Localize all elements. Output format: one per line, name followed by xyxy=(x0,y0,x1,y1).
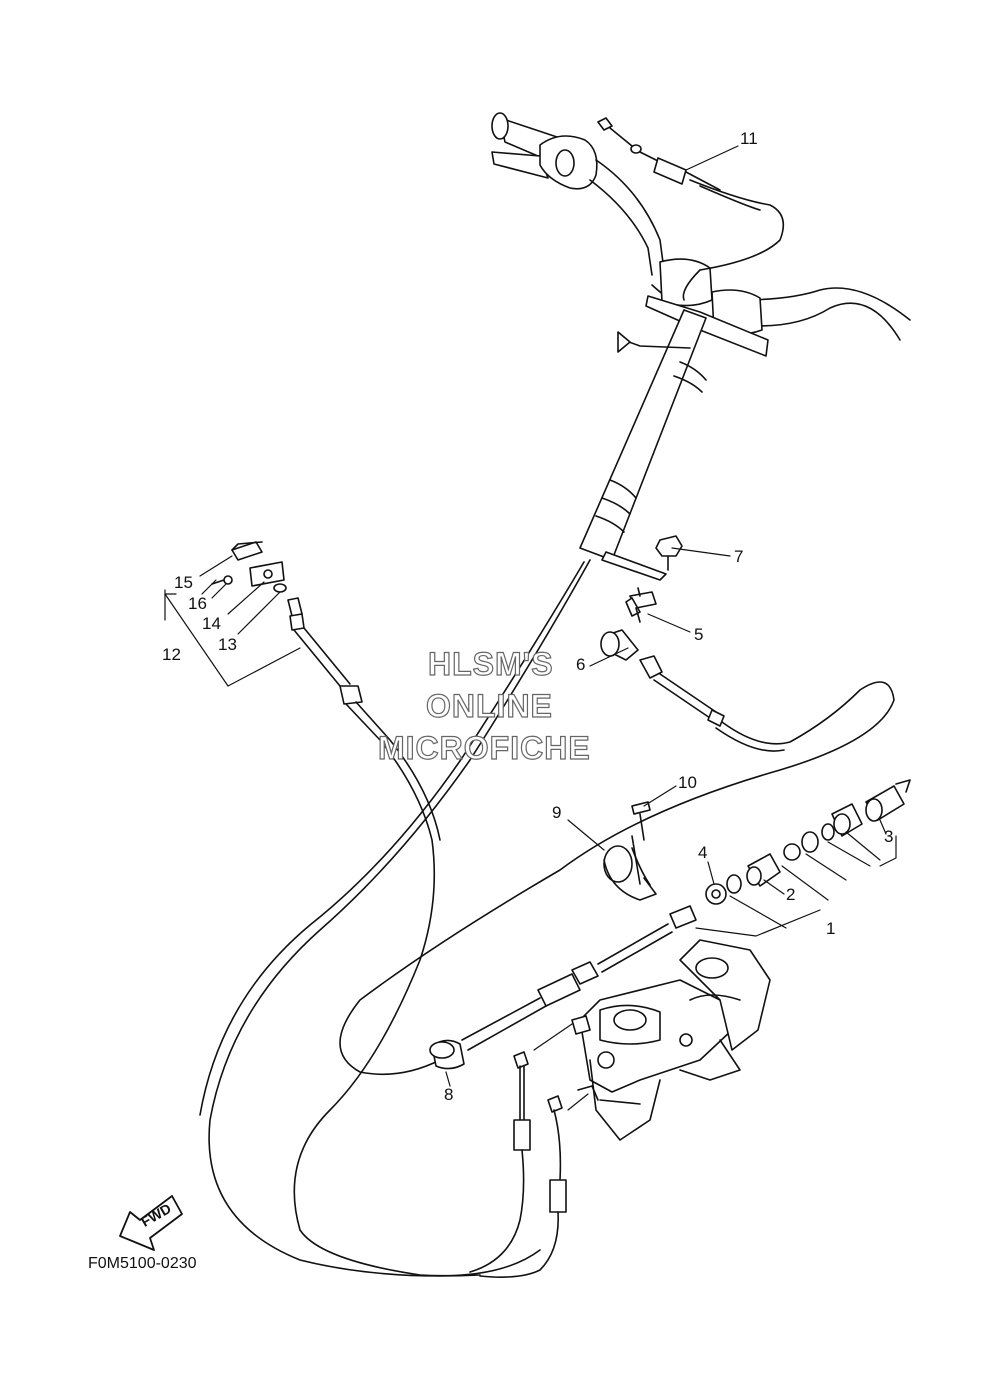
fasteners-5-7 xyxy=(625,535,683,623)
leader-lines xyxy=(199,145,887,1087)
part-label-1: 1 xyxy=(826,919,836,938)
fwd-arrow-icon xyxy=(119,1195,183,1251)
part-label-3: 3 xyxy=(884,827,894,846)
part-label-16: 16 xyxy=(188,594,207,613)
watermark-line3: MICROFICHE xyxy=(377,730,591,766)
part-label-5: 5 xyxy=(694,625,704,644)
choke-cable-6 xyxy=(339,629,895,1076)
part-label-9: 9 xyxy=(552,803,562,822)
handlebar xyxy=(491,112,911,357)
steering-column xyxy=(579,309,707,581)
part-label-15: 15 xyxy=(174,573,193,592)
clamp-9 xyxy=(603,801,657,901)
part-label-8: 8 xyxy=(444,1085,454,1104)
part-label-2: 2 xyxy=(786,885,796,904)
carburetor xyxy=(571,939,771,1141)
watermark-line2: ONLINE xyxy=(425,688,553,724)
part-label-13: 13 xyxy=(218,635,237,654)
part-label-11: 11 xyxy=(740,129,758,148)
callout-bracket-12 xyxy=(164,579,301,687)
part-label-12: 12 xyxy=(162,645,181,664)
part-label-7: 7 xyxy=(734,547,744,566)
throttle-cable-8 xyxy=(429,905,697,1070)
throttle-cable xyxy=(597,117,785,301)
part-label-6: 6 xyxy=(576,655,586,674)
choke-cable-assembly xyxy=(211,541,541,1277)
part-label-14: 14 xyxy=(202,614,221,633)
document-code: F0M5100-0230 xyxy=(88,1255,197,1272)
part-label-4: 4 xyxy=(698,843,708,862)
carb-cables xyxy=(469,1023,589,1278)
part-label-10: 10 xyxy=(678,773,697,792)
long-cable-loop xyxy=(199,559,591,1277)
watermark-line1: HLSM'S xyxy=(427,646,554,682)
adjuster-parts xyxy=(695,779,911,937)
